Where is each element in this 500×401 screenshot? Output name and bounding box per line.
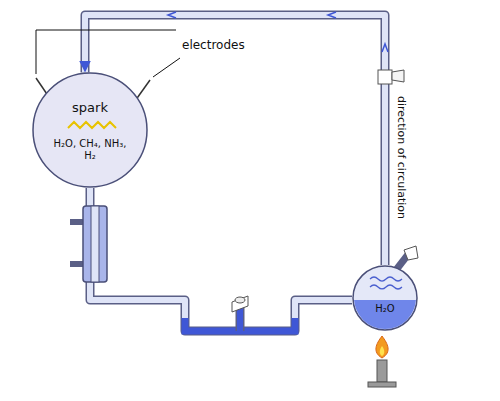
gas-label: H₂O, CH₄, NH₃, H₂: [53, 138, 127, 162]
flow-label: direction of circulation: [395, 96, 408, 219]
reaction-flask: sparkH₂O, CH₄, NH₃, H₂: [32, 72, 148, 188]
flask-glass: [33, 73, 147, 187]
condenser-outlet: [70, 261, 84, 267]
leader-line: [153, 58, 180, 77]
boiling-flask: H₂O: [352, 265, 418, 331]
stopcock: [378, 70, 392, 84]
tube-direction: [90, 188, 352, 331]
spark-zigzag: [68, 122, 116, 128]
flask-outline: [32, 72, 148, 188]
water: [354, 300, 416, 329]
stopcock: [404, 246, 418, 260]
burner: [377, 360, 387, 382]
condenser-tube: [91, 206, 99, 282]
condenser-inlet: [70, 219, 84, 225]
flame: [376, 336, 388, 358]
tube-bore: [90, 188, 352, 331]
flask-outline: [352, 265, 418, 331]
flame-core: [380, 346, 385, 356]
glass-tube: [90, 188, 352, 331]
flow-arrow: [168, 12, 176, 18]
vapor: [370, 285, 402, 289]
flow-arrow: [328, 12, 336, 18]
stopcock: [232, 296, 248, 312]
burner-base: [368, 382, 396, 387]
tube-wall: [90, 188, 352, 331]
condenser: [83, 206, 107, 282]
flask-glass: [353, 266, 417, 330]
stopcock-knob: [235, 297, 245, 303]
vapor: [370, 277, 402, 281]
spark-label: spark: [50, 100, 130, 116]
stopcock-handle: [392, 70, 404, 82]
flow-arrow: [382, 44, 388, 52]
part-label: electrodes: [182, 38, 245, 52]
gas-label: H₂O: [360, 303, 410, 315]
leader-line: [36, 30, 176, 74]
